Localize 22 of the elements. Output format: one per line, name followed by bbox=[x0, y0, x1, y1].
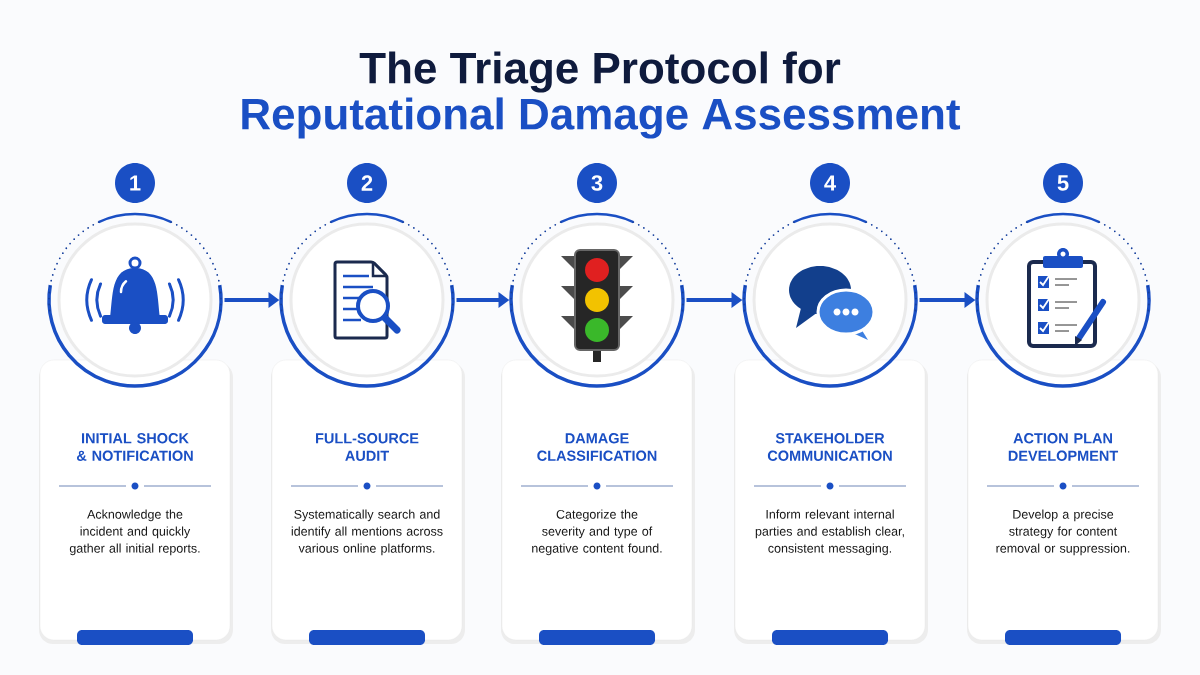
step-number: 4 bbox=[810, 163, 850, 203]
step-description: Develop a precise strategy for content removal or suppression. bbox=[996, 509, 1130, 556]
step-number: 1 bbox=[115, 163, 155, 203]
step-description: Acknowledge the incident and quickly gather all initial reports. bbox=[69, 509, 200, 556]
step-number: 3 bbox=[577, 163, 617, 203]
step-description: Inform relevant internal parties and establish clear, consistent messaging. bbox=[755, 509, 904, 556]
step-heading: INITIAL SHOCK & NOTIFICATION bbox=[77, 433, 193, 461]
step-card bbox=[271, 359, 465, 645]
step-card bbox=[501, 359, 695, 645]
title: Reputational Damage Assessment bbox=[242, 97, 961, 139]
step-card bbox=[967, 359, 1161, 645]
step-number: 5 bbox=[1043, 163, 1083, 203]
step-heading: STAKEHOLDER COMMUNICATION bbox=[767, 433, 892, 461]
step-description: Systematically search and identify all mentions across various online platforms. bbox=[291, 509, 443, 556]
step-number: 2 bbox=[347, 163, 387, 203]
step-card bbox=[39, 359, 233, 645]
step-description: Categorize the severity and type of negative content found. bbox=[532, 509, 662, 556]
step-heading: ACTION PLAN DEVELOPMENT bbox=[1008, 433, 1119, 461]
step-card bbox=[734, 359, 928, 645]
title: The Triage Protocol for bbox=[359, 51, 841, 93]
step-heading: FULL-SOURCE AUDIT bbox=[316, 433, 419, 461]
step-heading: DAMAGE CLASSIFICATION bbox=[537, 433, 657, 461]
